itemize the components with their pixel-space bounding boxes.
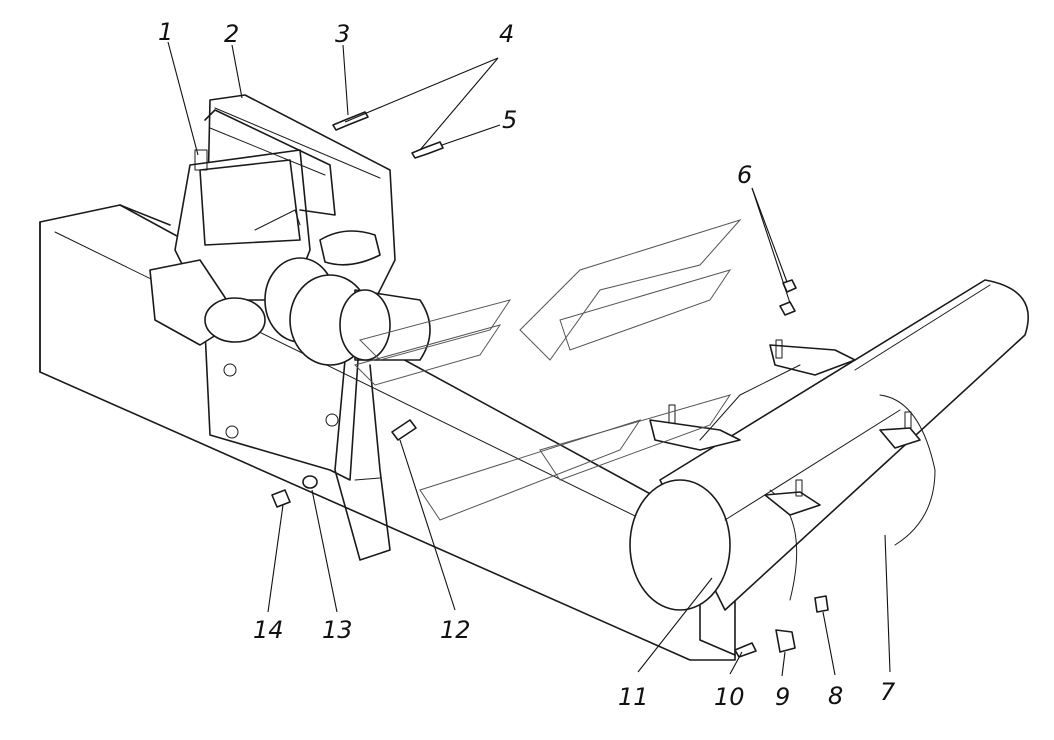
callout-10: 10 — [714, 683, 745, 711]
callout-3: 3 — [335, 20, 350, 48]
callout-12: 12 — [440, 616, 471, 644]
callout-9: 9 — [775, 683, 790, 711]
callout-13: 13 — [322, 616, 353, 644]
callout-14: 14 — [253, 616, 284, 644]
callout-4: 4 — [499, 20, 514, 48]
callout-6: 6 — [737, 161, 752, 189]
exhaust-pipe — [334, 359, 391, 561]
callout-8: 8 — [828, 682, 843, 710]
callout-1: 1 — [158, 18, 173, 46]
watermark-logo — [354, 218, 742, 521]
callout-11: 11 — [618, 683, 649, 711]
callout-labels: 1 2 3 4 5 6 7 8 9 10 11 12 13 14 — [158, 18, 896, 711]
callout-7: 7 — [880, 678, 896, 706]
leader-lines — [167, 41, 891, 677]
heater-unit — [149, 109, 431, 439]
small-parts — [271, 111, 829, 658]
tank-brackets — [649, 339, 921, 516]
fuel-tank — [629, 279, 1029, 611]
mounting-plate — [204, 94, 396, 481]
callout-2: 2 — [224, 20, 239, 48]
callout-5: 5 — [502, 106, 517, 134]
